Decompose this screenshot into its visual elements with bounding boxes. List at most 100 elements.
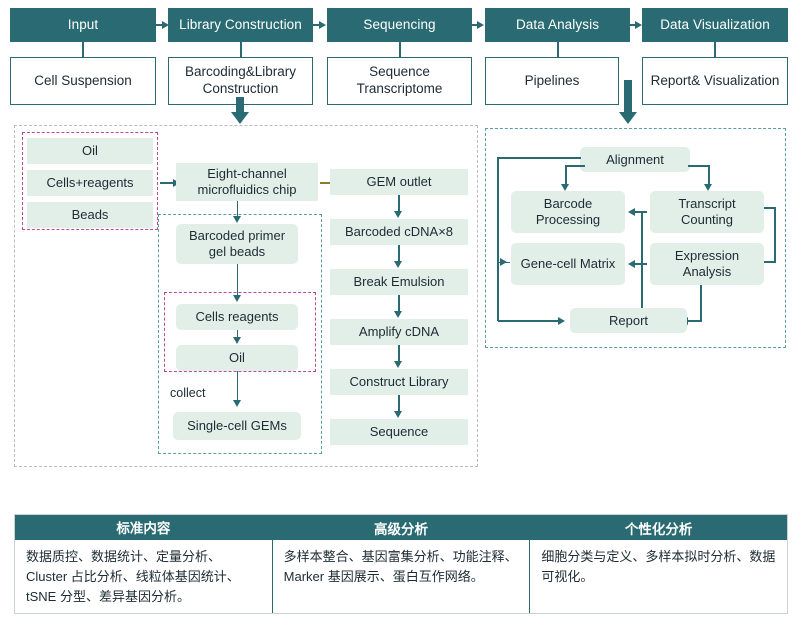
node-single-cell-gems[interactable]: Single-cell GEMs	[173, 412, 301, 440]
line-left-rail-to-genecell	[498, 261, 510, 264]
input-item-oil[interactable]: Oil	[27, 138, 153, 164]
line-alignment-to-barcode-v	[565, 165, 567, 187]
gem-formation-container	[158, 214, 322, 454]
drop-line-2	[240, 42, 242, 57]
header-connector-2	[313, 24, 320, 26]
stage-box-sequence-transcriptome[interactable]: Sequence Transcriptome	[327, 57, 472, 105]
seq-step-sequence[interactable]: Sequence	[330, 419, 468, 445]
input-item-cells-reagents[interactable]: Cells+reagents	[27, 170, 153, 196]
table-column-personalized: 个性化分析 细胞分类与定义、多样本拟时分析、数据可视化。	[529, 515, 788, 613]
table-cell-personalized: 细胞分类与定义、多样本拟时分析、数据可视化。	[541, 549, 776, 585]
line-right-rail-to-expression	[764, 261, 776, 263]
node-transcript-counting[interactable]: Transcript Counting	[650, 191, 764, 233]
line-seq-4	[398, 345, 400, 365]
line-expression-to-report	[688, 320, 702, 322]
arrow-alignment-to-transcript-icon	[704, 184, 713, 191]
line-seq-1	[398, 195, 400, 215]
arrow-seq-5-icon	[394, 411, 403, 418]
line-alignment-to-barcode-h	[565, 165, 585, 167]
table-column-standard: 标准内容 数据质控、数据统计、定量分析、Cluster 占比分析、线粒体基因统计…	[15, 515, 272, 613]
header-connector-4	[630, 24, 636, 26]
arrow-seq-4-icon	[394, 361, 403, 368]
wetlab-region-container	[14, 125, 478, 467]
node-expression-analysis[interactable]: Expression Analysis	[650, 243, 764, 285]
line-alignment-to-left-rail	[497, 157, 581, 159]
drop-line-5	[714, 42, 716, 57]
stage-header-sequencing[interactable]: Sequencing	[327, 8, 472, 42]
collect-label: collect	[170, 386, 206, 400]
line-transcript-right-out	[764, 207, 776, 209]
arrow-gelbeads-to-cellsreagents-icon	[232, 295, 241, 302]
line-alignment-to-transcript-h	[688, 165, 710, 167]
stage-box-report-visualization[interactable]: Report& Visualization	[642, 57, 788, 105]
line-expression-to-genecell	[635, 263, 647, 265]
seq-step-gem-outlet[interactable]: GEM outlet	[330, 169, 468, 195]
input-item-beads[interactable]: Beads	[27, 202, 153, 228]
fat-arrow-library-to-wetlab-icon	[231, 97, 249, 125]
line-alignment-to-transcript-v	[708, 165, 710, 187]
emulsion-group	[164, 292, 316, 372]
line-seq-5	[398, 395, 400, 415]
arrow-transcript-to-barcode-icon	[628, 207, 635, 216]
table-header-advanced: 高级分析	[272, 515, 530, 540]
stage-box-pipelines[interactable]: Pipelines	[485, 57, 619, 105]
input-materials-group	[22, 132, 158, 230]
analysis-region-container	[485, 128, 786, 348]
arrow-chip-to-gelbeads-icon	[232, 216, 241, 223]
table-cell-standard: 数据质控、数据统计、定量分析、Cluster 占比分析、线粒体基因统计、tSNE…	[26, 548, 240, 604]
arrow-expression-to-genecell-icon	[628, 259, 635, 268]
stage-box-cell-suspension[interactable]: Cell Suspension	[10, 57, 156, 105]
node-cells-reagents[interactable]: Cells reagents	[176, 304, 298, 330]
line-left-rail-vertical	[497, 157, 499, 267]
arrow-seq-1-icon	[394, 211, 403, 218]
seq-step-break-emulsion[interactable]: Break Emulsion	[330, 269, 468, 295]
line-gelbeads-to-cellsreagents	[236, 264, 239, 299]
node-eight-channel-chip[interactable]: Eight-channel microfluidics chip	[176, 163, 318, 201]
header-arrow-4-icon	[635, 20, 642, 29]
line-seq-2	[398, 245, 400, 265]
fat-arrow-analysis-to-pipeline-icon	[619, 80, 637, 125]
arrow-cellsreagents-to-oil-icon	[232, 337, 241, 344]
node-gene-cell-matrix[interactable]: Gene-cell Matrix	[511, 243, 625, 285]
arrow-seq-2-icon	[394, 261, 403, 268]
line-right-rail	[774, 207, 776, 262]
line-chip-to-gelbeads	[236, 201, 239, 219]
header-connector-1	[156, 24, 163, 26]
seq-step-construct-library[interactable]: Construct Library	[330, 369, 468, 395]
header-arrow-2-icon	[319, 20, 326, 29]
node-report[interactable]: Report	[570, 308, 687, 333]
analysis-content-table: 标准内容 数据质控、数据统计、定量分析、Cluster 占比分析、线粒体基因统计…	[14, 514, 788, 614]
drop-line-1	[82, 42, 84, 57]
table-column-advanced: 高级分析 多样本整合、基因富集分析、功能注释、Marker 基因展示、蛋白互作网…	[271, 515, 530, 613]
seq-step-barcoded-cdna[interactable]: Barcoded cDNA×8	[330, 219, 468, 245]
seq-step-amplify-cdna[interactable]: Amplify cDNA	[330, 319, 468, 345]
arrow-left-rail-to-report-icon	[558, 316, 565, 325]
stage-header-data-analysis[interactable]: Data Analysis	[485, 8, 630, 42]
table-cell-advanced: 多样本整合、基因富集分析、功能注释、Marker 基因展示、蛋白互作网络。	[283, 549, 518, 585]
header-arrow-1-icon	[162, 20, 169, 29]
node-barcoded-primer-gel-beads[interactable]: Barcoded primer gel beads	[176, 224, 298, 264]
header-arrow-3-icon	[477, 20, 484, 29]
arrow-seq-3-icon	[394, 311, 403, 318]
stage-header-data-visualization[interactable]: Data Visualization	[642, 8, 788, 42]
drop-line-3	[399, 42, 401, 57]
stage-header-library-construction[interactable]: Library Construction	[168, 8, 313, 42]
line-left-rail-down	[497, 267, 499, 321]
arrow-line-chip-to-gem	[320, 182, 335, 184]
line-oil-to-gems	[236, 371, 239, 403]
node-barcode-processing[interactable]: Barcode Processing	[511, 191, 625, 233]
node-oil[interactable]: Oil	[176, 345, 298, 371]
arrow-line-inputs-to-chip	[160, 182, 175, 184]
table-header-standard: 标准内容	[15, 515, 272, 540]
line-left-rail-to-report	[498, 320, 560, 322]
line-cellsreagents-to-oil	[236, 330, 239, 339]
node-alignment[interactable]: Alignment	[580, 147, 690, 172]
stage-header-input[interactable]: Input	[10, 8, 156, 42]
drop-line-4	[557, 42, 559, 57]
header-connector-3	[472, 24, 478, 26]
line-expression-down	[700, 285, 702, 321]
table-header-personalized: 个性化分析	[530, 515, 788, 540]
line-seq-3	[398, 295, 400, 315]
arrow-alignment-to-barcode-icon	[561, 184, 569, 191]
